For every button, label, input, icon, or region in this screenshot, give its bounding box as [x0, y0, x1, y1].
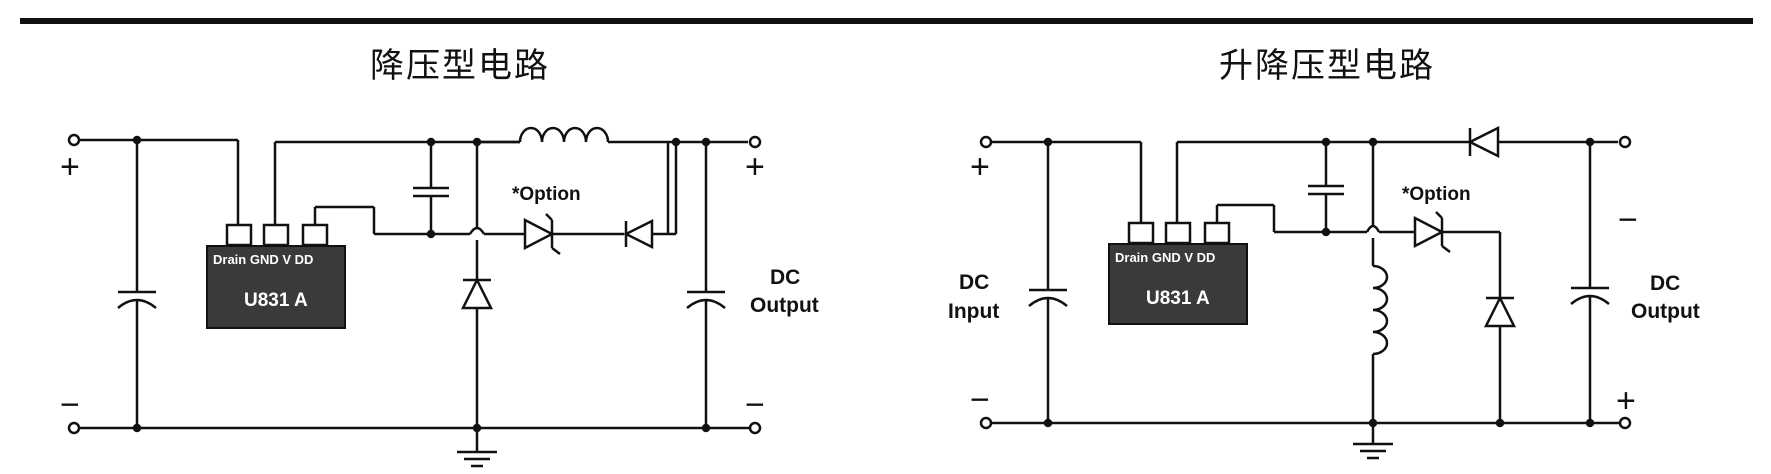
output-plus-label: +: [1616, 382, 1636, 420]
output-label-output: Output: [750, 294, 819, 317]
buck-circuit-title: 降压型电路: [370, 46, 550, 86]
chip-name: U831 A: [244, 290, 308, 311]
output-plus-terminal: [748, 135, 762, 149]
inductor: [1372, 264, 1389, 356]
option-zener-diode: [1413, 215, 1445, 249]
input-minus-terminal: [67, 421, 81, 435]
top-rule: [20, 18, 1753, 24]
input-plus-terminal: [979, 135, 993, 149]
chip-u831a-left: Drain GND V DD U831 A: [206, 223, 346, 329]
option-label: *Option: [512, 184, 581, 205]
chip-u831a-right: Drain GND V DD U831 A: [1108, 221, 1248, 325]
option-diode: [623, 218, 654, 250]
input-plus-label: +: [60, 148, 80, 186]
output-label-dc: DC: [770, 266, 801, 289]
output-plus-label: +: [745, 148, 765, 186]
input-plus-terminal: [67, 133, 81, 147]
input-minus-label: −: [60, 386, 80, 424]
input-minus-terminal: [979, 416, 993, 430]
output-label-dc: DC: [1650, 272, 1681, 295]
freewheel-diode: [1483, 295, 1517, 328]
output-minus-terminal: [748, 421, 762, 435]
output-label-output: Output: [1631, 300, 1700, 323]
output-minus-label: −: [745, 386, 765, 424]
option-label: *Option: [1402, 184, 1471, 205]
input-label-dc: DC: [959, 271, 990, 294]
buck-boost-circuit: [979, 125, 1632, 460]
output-diode: [1467, 125, 1500, 159]
input-minus-label: −: [970, 381, 990, 419]
input-plus-label: +: [970, 148, 990, 186]
output-plus-terminal: [1618, 416, 1632, 430]
chip-pin-labels: Drain GND V DD: [1115, 250, 1215, 265]
inductor: [518, 126, 610, 143]
input-label-input: Input: [948, 300, 1000, 323]
chip-pin-labels: Drain GND V DD: [213, 252, 313, 267]
buck-circuit: [67, 126, 762, 468]
buck-boost-circuit-title: 升降压型电路: [1219, 46, 1435, 86]
output-minus-label: −: [1618, 201, 1638, 239]
chip-name: U831 A: [1146, 288, 1210, 309]
option-zener-diode: [523, 217, 555, 251]
freewheel-diode: [460, 277, 494, 310]
output-minus-terminal: [1618, 135, 1632, 149]
